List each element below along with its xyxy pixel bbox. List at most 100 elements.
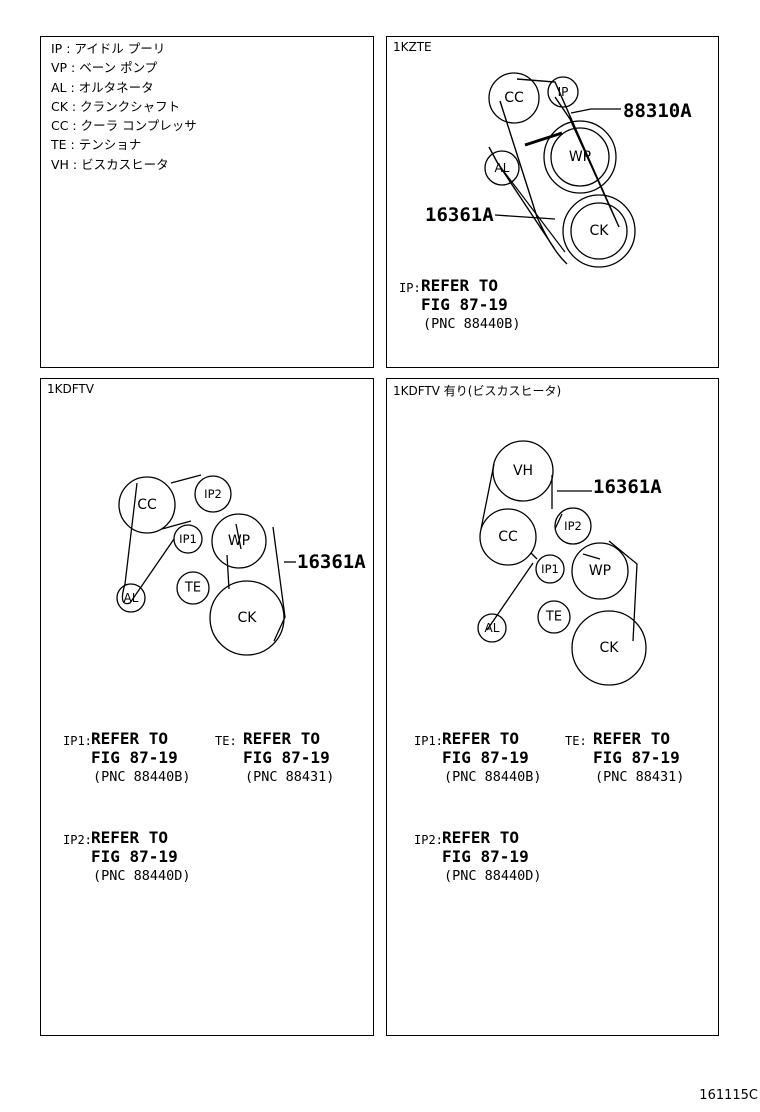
pulley-label-wp: WP [569,149,591,165]
pulley-label-ck: CK [600,640,620,656]
legend-item: IP : アイドル プーリ [51,41,166,56]
ref-line2: FIG 87-19 [593,748,680,767]
pulley-al [484,150,520,186]
ref-key: TE: [215,734,237,748]
pulley-te [176,571,210,605]
legend-item: AL : オルタネータ [51,79,154,95]
pulley-ip2 [194,475,232,513]
pulley-cc [488,72,540,124]
panel-title: 1KDFTV [47,382,94,396]
pulley-ip1 [535,554,565,584]
belt-diagram-1kzte: CC IP WP AL CK 88310A 16361A [425,72,692,268]
ref-line2: FIG 87-19 [91,847,178,866]
ref-line1: REFER TO [442,729,520,748]
pulley-label-cc: CC [504,90,524,106]
pulley-ip2 [554,507,592,545]
ref-key: TE: [565,734,587,748]
ref-line1: REFER TO [593,729,671,748]
pulley-al [116,583,146,613]
legend-item: VH : ビスカスヒータ [51,156,169,172]
belt-diagram-1kdftv: CC IP2 IP1 WP AL TE CK 16361A [116,474,366,656]
pulley-label-ip2: IP2 [564,519,582,533]
pulley-label-al: AL [495,161,510,175]
ref-pnc: (PNC 88440B) [423,316,521,332]
ref-key: IP2: [63,833,92,847]
ref-line1: REFER TO [91,729,169,748]
ref-line1: REFER TO [421,276,499,295]
ref-line2: FIG 87-19 [442,847,529,866]
belt-run [524,131,563,147]
pulley-label-ip2: IP2 [204,487,222,501]
pulley-label-cc: CC [137,497,157,513]
pulley-label-wp: WP [589,563,611,579]
pulley-ck [562,194,636,268]
document-number: 161115C [699,1088,758,1103]
legend-item: TE : テンショナ [51,137,142,153]
pulley-label-ip1: IP1 [179,532,197,546]
ref-key: IP: [399,281,421,295]
pulley-wp [211,513,267,569]
panel-1kzte: 1KZTE CC IP WP AL CK 88310A [386,36,719,368]
pulley-ip1 [173,524,203,554]
pulley-label-wp: WP [228,533,250,549]
pulley-wp [571,542,629,600]
pulley-label-al: AL [124,591,139,605]
belt-16361a [121,474,286,642]
callout-leader [570,108,621,114]
legend-item: CC : クーラ コンプレッサ [51,118,197,134]
callout-88310a: 88310A [623,100,692,122]
belt-diagram-1kdftv-vh: VH CC IP2 IP1 WP AL TE CK 16361A [477,440,662,686]
callout-16361a: 16361A [297,551,366,573]
belt-run [498,164,566,253]
pulley-label-ck: CK [590,223,610,239]
panel-title: 1KZTE [393,40,432,54]
abbreviation-legend: IP : アイドル プーリ VP : ベーン ポンプ AL : オルタネータ C… [51,39,197,174]
belt-16361a [488,100,568,265]
callout-16361a: 16361A [593,476,662,498]
legend-panel: IP : アイドル プーリ VP : ベーン ポンプ AL : オルタネータ C… [40,36,374,368]
panel-1kdftv: 1KDFTV CC IP2 IP1 WP AL TE CK 16361A [40,378,374,1036]
legend-item: CK : クランクシャフト [51,98,181,114]
pulley-cc [118,476,176,534]
pulley-ck [571,610,647,686]
ref-pnc: (PNC 88440B) [444,769,542,785]
ref-pnc: (PNC 88440B) [93,769,191,785]
pulley-cc [479,508,537,566]
pulley-label-ck: CK [238,610,258,626]
ref-key: IP2: [414,833,443,847]
ref-line1: REFER TO [442,828,520,847]
ref-pnc: (PNC 88431) [595,769,685,785]
pulley-vh [492,440,554,502]
pulley-label-al: AL [485,621,500,635]
pulley-label-ip: IP [558,85,569,99]
ref-pnc: (PNC 88440D) [93,868,191,884]
pulley-wp [543,120,617,194]
ref-line2: FIG 87-19 [421,295,508,314]
panel-1kdftv-vh: 1KDFTV 有り(ビスカスヒータ) VH CC IP2 IP1 WP AL T… [386,378,719,1036]
belt-16361a [480,463,638,642]
pulley-ip [547,76,579,108]
pulley-label-ip1: IP1 [541,562,559,576]
ref-line1: REFER TO [91,828,169,847]
ref-line2: FIG 87-19 [442,748,529,767]
panel-title: 1KDFTV 有り(ビスカスヒータ) [393,384,562,398]
pulley-ck-inner [570,202,628,260]
ref-pnc: (PNC 88431) [245,769,335,785]
callout-leader [494,214,556,220]
pulley-al [477,613,507,643]
ref-line2: FIG 87-19 [91,748,178,767]
legend-item: VP : ベーン ポンプ [51,60,158,76]
pulley-ck [209,580,285,656]
pulley-label-te: TE [184,581,201,596]
callout-16361a: 16361A [425,204,494,226]
belt-88310a [516,78,620,228]
ref-key: IP1: [63,734,92,748]
ref-pnc: (PNC 88440D) [444,868,542,884]
pulley-te [537,600,571,634]
ref-line2: FIG 87-19 [243,748,330,767]
pulley-label-cc: CC [498,529,518,545]
pulley-label-vh: VH [513,463,533,479]
ref-line1: REFER TO [243,729,321,748]
pulley-label-te: TE [545,610,562,625]
ref-key: IP1: [414,734,443,748]
